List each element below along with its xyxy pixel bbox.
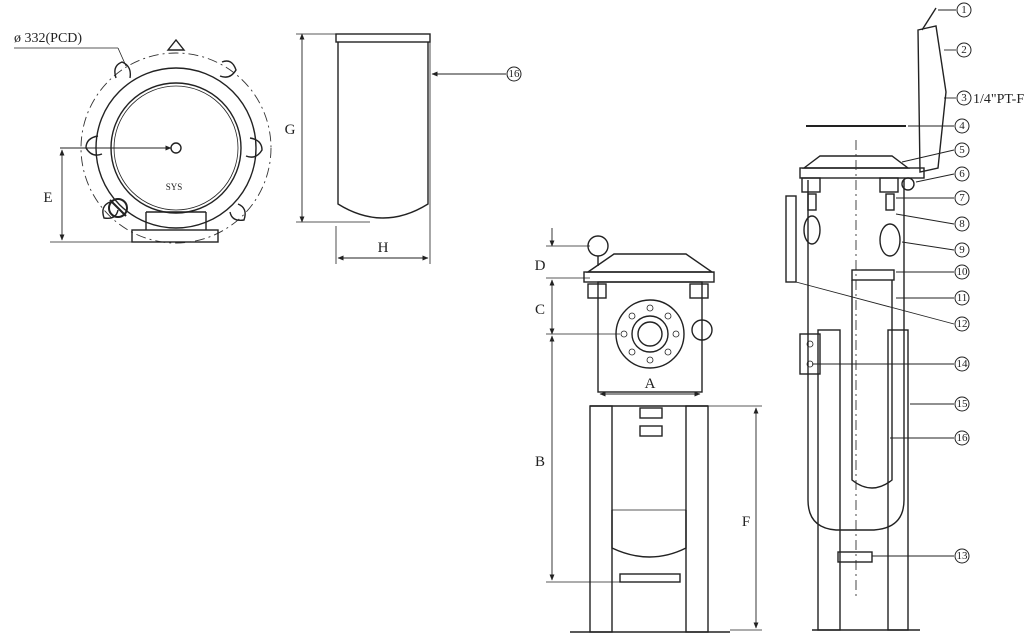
svg-text:3: 3 <box>961 92 967 104</box>
callout-14: 14 <box>954 356 970 372</box>
basket-view: G H <box>285 33 506 264</box>
eye-nut-right <box>879 223 901 257</box>
basket-collar <box>851 269 895 281</box>
svg-text:13: 13 <box>957 550 969 562</box>
side-drain <box>837 551 873 563</box>
svg-text:2: 2 <box>961 44 967 56</box>
eye-nut-left <box>803 215 821 245</box>
svg-text:9: 9 <box>959 244 965 256</box>
front-leg-right <box>685 405 709 633</box>
front-drain <box>619 573 681 583</box>
front-vessel-bottom <box>611 510 687 558</box>
callout-12: 12 <box>954 316 970 332</box>
dim-B-label: B <box>535 454 545 470</box>
dim-C-label: C <box>535 302 545 318</box>
top-flange <box>799 167 925 179</box>
pcd-circle <box>80 52 272 244</box>
dim-E-label: E <box>43 190 52 206</box>
inlet-flange <box>615 299 685 369</box>
callout-9: 9 <box>954 242 970 258</box>
callout-10: 10 <box>954 264 970 280</box>
svg-text:15: 15 <box>957 398 969 410</box>
base-bracket <box>131 229 219 243</box>
dim-G-label: G <box>285 122 296 138</box>
callout-4: 4 <box>954 118 970 134</box>
dim-H-label: H <box>378 240 389 256</box>
front-lid <box>585 253 715 273</box>
side-leg-left <box>817 329 841 631</box>
svg-text:16: 16 <box>957 432 969 444</box>
callout-13: 13 <box>954 548 970 564</box>
callouts: 1 2 3 1/4"PT-F 4 5 6 7 8 9 10 11 12 14 1… <box>506 2 1024 564</box>
svg-text:8: 8 <box>959 218 965 230</box>
basket-mesh <box>337 42 429 219</box>
dim-F-label: F <box>742 514 750 530</box>
basket-rim <box>335 33 431 43</box>
svg-text:5: 5 <box>959 144 965 156</box>
open-lid <box>917 25 947 173</box>
handle-knob <box>108 198 128 218</box>
front-view: D C B A F <box>535 228 762 633</box>
front-leg-left <box>589 405 613 633</box>
front-lifting-eye <box>587 235 609 257</box>
callout-8: 8 <box>954 216 970 232</box>
thread-label: 1/4"PT-F <box>973 92 1024 107</box>
callout-1: 1 <box>956 2 972 18</box>
side-basket-mesh <box>851 280 893 489</box>
svg-text:14: 14 <box>957 358 969 370</box>
svg-text:16: 16 <box>509 68 521 80</box>
callout-16-basket: 16 <box>506 66 522 82</box>
callout-2: 2 <box>956 42 972 58</box>
callout-16: 16 <box>954 430 970 446</box>
side-pipe <box>785 195 797 283</box>
center-hole <box>170 142 182 154</box>
pcd-label: ø 332(PCD) <box>14 31 82 46</box>
callout-15: 15 <box>954 396 970 412</box>
dim-A-label: A <box>645 376 656 392</box>
dim-D-label: D <box>535 258 546 274</box>
callout-6: 6 <box>954 166 970 182</box>
svg-text:7: 7 <box>959 192 965 204</box>
svg-text:10: 10 <box>957 266 969 278</box>
vessel-shell <box>807 180 905 531</box>
callout-11: 11 <box>954 290 970 306</box>
bolt-lugs <box>85 38 263 222</box>
callout-7: 7 <box>954 190 970 206</box>
svg-text:11: 11 <box>957 292 968 304</box>
sys-mark: SYS <box>166 182 183 192</box>
svg-text:1: 1 <box>961 4 967 16</box>
top-view: ø 332(PCD) SYS E <box>14 31 272 244</box>
svg-text:4: 4 <box>959 120 965 132</box>
svg-text:6: 6 <box>959 168 965 180</box>
callout-5: 5 <box>954 142 970 158</box>
outlet-flange <box>799 333 821 375</box>
svg-text:12: 12 <box>957 318 968 330</box>
side-section-view <box>785 7 947 631</box>
callout-3: 3 <box>956 90 972 106</box>
